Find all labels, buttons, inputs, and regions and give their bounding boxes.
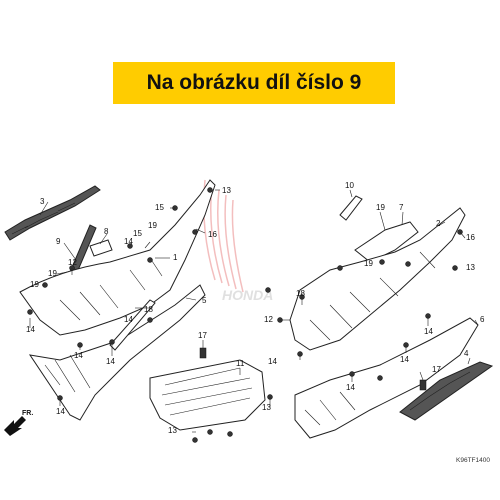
callout-5: 5 bbox=[202, 296, 207, 305]
callout-13: 13 bbox=[466, 263, 475, 272]
direction-label: FR. bbox=[22, 410, 33, 417]
callout-14: 14 bbox=[268, 357, 277, 366]
callout-19: 19 bbox=[48, 269, 57, 278]
part-3-side-trim bbox=[4, 185, 101, 241]
front-direction-indicator: FR. bbox=[4, 410, 33, 436]
part-17-fastener-left bbox=[199, 347, 207, 359]
callout-14: 14 bbox=[124, 237, 133, 246]
callout-10: 10 bbox=[345, 181, 354, 190]
part-6-right-floor-panel bbox=[294, 317, 479, 439]
callout-6: 6 bbox=[480, 315, 485, 324]
callout-18: 18 bbox=[296, 289, 305, 298]
callout-2: 2 bbox=[436, 219, 441, 228]
callout-12: 12 bbox=[68, 258, 77, 267]
callout-14: 14 bbox=[346, 383, 355, 392]
callout-17: 17 bbox=[432, 365, 441, 374]
callout-11: 11 bbox=[236, 359, 245, 368]
callout-9: 9 bbox=[56, 237, 61, 246]
callout-14: 14 bbox=[106, 357, 115, 366]
part-4-right-trim bbox=[399, 361, 494, 421]
callout-14: 14 bbox=[124, 315, 133, 324]
callout-16: 16 bbox=[466, 233, 475, 242]
callout-13: 13 bbox=[222, 186, 231, 195]
direction-arrow-icon bbox=[4, 416, 26, 436]
callout-19: 19 bbox=[30, 280, 39, 289]
callout-8: 8 bbox=[104, 227, 109, 236]
banner-text: Na obrázku díl číslo 9 bbox=[146, 71, 362, 94]
leader-lines bbox=[29, 189, 479, 433]
watermark-text: HONDA bbox=[222, 287, 273, 303]
callout-numbers: 3 8 9 12 19 19 14 14 14 14 15 19 14 15 1… bbox=[26, 181, 485, 435]
callout-14: 14 bbox=[56, 407, 65, 416]
callout-14: 14 bbox=[400, 355, 409, 364]
callout-14: 14 bbox=[26, 325, 35, 334]
callout-1: 1 bbox=[173, 253, 178, 262]
callout-4: 4 bbox=[464, 349, 469, 358]
callout-12: 12 bbox=[264, 315, 273, 324]
callout-19: 19 bbox=[148, 221, 157, 230]
part-10-trim bbox=[339, 195, 363, 221]
callout-13: 13 bbox=[168, 426, 177, 435]
title-banner: Na obrázku díl číslo 9 bbox=[113, 62, 395, 104]
part-18-rail bbox=[109, 299, 156, 351]
callout-15: 15 bbox=[133, 229, 142, 238]
part-8-label-plate bbox=[89, 239, 113, 257]
callout-19: 19 bbox=[376, 203, 385, 212]
callout-13: 13 bbox=[262, 403, 271, 412]
callout-16: 16 bbox=[208, 230, 217, 239]
part-1-left-body-cover bbox=[19, 179, 216, 336]
callout-19: 19 bbox=[364, 259, 373, 268]
callout-18: 18 bbox=[144, 305, 153, 314]
part-17-fastener-right bbox=[419, 379, 427, 391]
callout-14: 14 bbox=[74, 351, 83, 360]
diagram-code: K96TF1400 bbox=[456, 457, 490, 464]
part-2-right-body-cover bbox=[289, 207, 466, 351]
callout-3: 3 bbox=[40, 197, 45, 206]
honda-wing-watermark: HONDA bbox=[203, 179, 273, 303]
part-11-under-cover bbox=[149, 359, 266, 431]
callout-7: 7 bbox=[399, 203, 404, 212]
callout-17: 17 bbox=[198, 331, 207, 340]
callout-15: 15 bbox=[155, 203, 164, 212]
callout-14: 14 bbox=[424, 327, 433, 336]
